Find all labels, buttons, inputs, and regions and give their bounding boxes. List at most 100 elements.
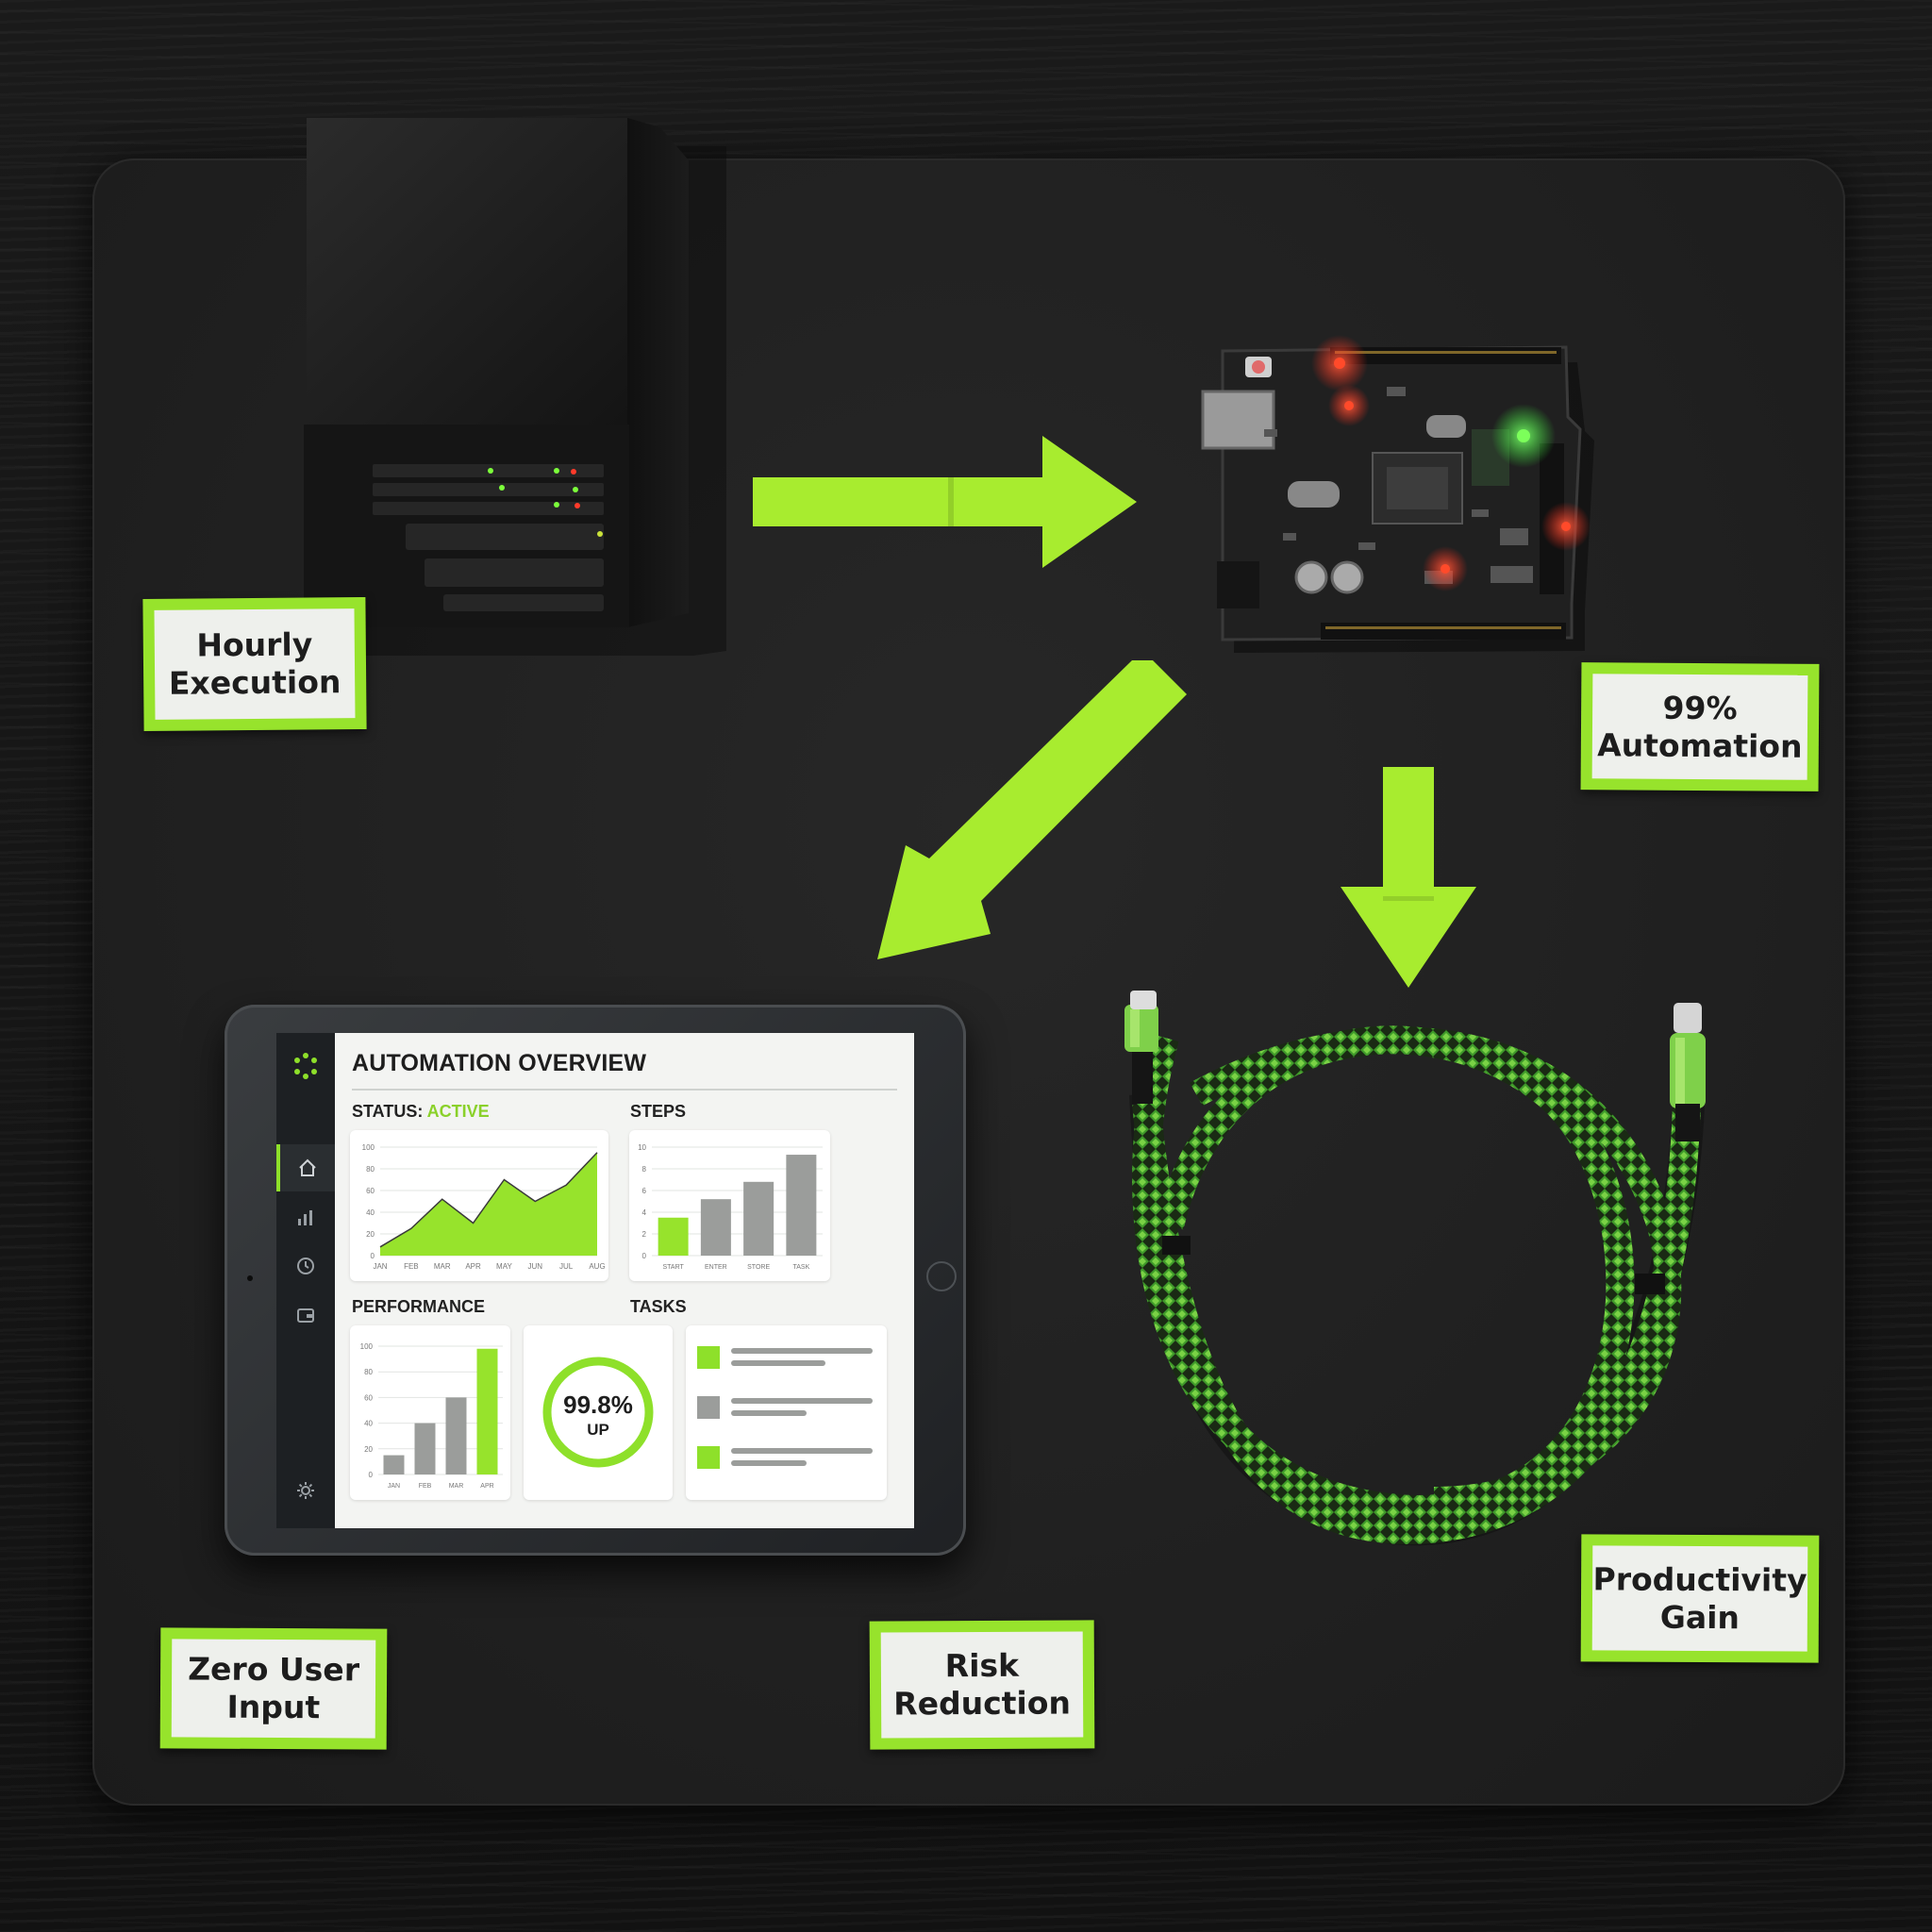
label-automation-line-2: Automation — [1597, 725, 1803, 765]
steps-chart-ytick: 4 — [642, 1208, 647, 1217]
performance-chart-ytick: 80 — [364, 1368, 373, 1376]
performance-chart-xtick: APR — [480, 1483, 493, 1490]
status-chart-ytick: 20 — [366, 1230, 375, 1239]
steps-chart-bar — [658, 1217, 689, 1256]
status-chart-xtick: AUG — [589, 1262, 605, 1271]
status-chart-ytick: 60 — [366, 1187, 375, 1195]
performance-chart-bar — [414, 1423, 436, 1474]
status-area-line — [379, 1152, 598, 1248]
performance-chart-ytick: 60 — [364, 1393, 373, 1402]
label-zero-line-1: Zero User — [188, 1650, 360, 1689]
label-hourly-line-1: Hourly — [196, 625, 313, 664]
performance-heading: PERFORMANCE — [352, 1297, 486, 1316]
tasks-list — [697, 1346, 873, 1469]
status-label: STATUS: — [352, 1102, 424, 1121]
label-automation-line-1: 99% — [1662, 689, 1738, 726]
performance-chart-ytick: 100 — [360, 1342, 374, 1351]
dashboard-title: AUTOMATION OVERVIEW — [352, 1050, 647, 1076]
gear-icon[interactable] — [276, 1467, 335, 1514]
status-chart-ytick: 40 — [366, 1208, 375, 1217]
label-zero-line-2: Input — [226, 1688, 321, 1726]
microcontroller-board — [1201, 335, 1594, 653]
label-productivity-line-2: Gain — [1659, 1598, 1740, 1636]
title-divider — [352, 1089, 897, 1091]
label-zero-user-input: Zero User Input — [159, 1627, 388, 1750]
wallet-icon[interactable] — [276, 1291, 335, 1339]
performance-chart-ytick: 20 — [364, 1445, 373, 1454]
performance-chart-xtick: MAR — [449, 1483, 464, 1490]
performance-chart-ytick: 40 — [364, 1420, 373, 1428]
arrow-down-left — [877, 660, 1187, 959]
dashboard-screen: AUTOMATION OVERVIEW STATUS: ACTIVE STEPS… — [276, 1033, 914, 1528]
steps-chart-xtick: STORE — [747, 1264, 770, 1271]
dashboard-main: AUTOMATION OVERVIEW STATUS: ACTIVE STEPS… — [335, 1033, 914, 1528]
status-chart-ytick: 80 — [366, 1165, 375, 1174]
flow-arrows — [753, 436, 1476, 988]
status-chart-xtick: JUL — [559, 1262, 574, 1271]
performance-chart-bar — [383, 1455, 405, 1474]
steps-heading: STEPS — [630, 1102, 687, 1121]
tablet-device: AUTOMATION OVERVIEW STATUS: ACTIVE STEPS… — [225, 1005, 966, 1556]
dashboard-sidebar — [276, 1033, 335, 1528]
status-chart-ytick: 0 — [371, 1252, 375, 1260]
label-hourly-execution: Hourly Execution — [142, 596, 367, 732]
clock-icon[interactable] — [276, 1242, 335, 1290]
uptime-gauge: 99.8% UP — [542, 1357, 654, 1468]
label-99-automation: 99% Automation — [1580, 662, 1820, 791]
performance-chart-bar — [445, 1397, 467, 1474]
label-risk-line-1: Risk — [944, 1646, 1020, 1685]
arrow-right — [753, 436, 1137, 568]
steps-chart-ytick: 10 — [638, 1143, 646, 1152]
task-item-3 — [697, 1446, 873, 1469]
arrow-down — [1341, 767, 1476, 988]
tablet-camera — [247, 1275, 253, 1281]
status-chart-xtick: MAR — [434, 1262, 451, 1271]
tasks-card — [686, 1325, 887, 1500]
steps-chart-ytick: 2 — [642, 1230, 647, 1239]
label-hourly-line-2: Execution — [168, 663, 341, 702]
server-tower — [304, 118, 726, 656]
uptime-label: UP — [587, 1421, 609, 1439]
tablet-home-button[interactable] — [926, 1261, 957, 1291]
performance-chart-xtick: JAN — [388, 1483, 400, 1490]
performance-chart-bar — [476, 1348, 498, 1474]
steps-chart-bar — [786, 1155, 817, 1256]
label-productivity-gain: Productivity Gain — [1580, 1534, 1820, 1663]
steps-chart-bar — [700, 1199, 731, 1256]
tasks-heading: TASKS — [630, 1297, 687, 1316]
status-chart-xtick: JUN — [528, 1262, 543, 1271]
task-item-1 — [697, 1346, 873, 1369]
label-risk-line-2: Reduction — [893, 1684, 1072, 1723]
status-chart-xtick: MAY — [496, 1262, 512, 1271]
steps-chart-ytick: 8 — [642, 1165, 647, 1174]
status-chart-xtick: JAN — [373, 1262, 387, 1271]
label-productivity-line-1: Productivity — [1592, 1559, 1807, 1599]
performance-chart-xtick: FEB — [419, 1483, 432, 1490]
status-chart-xtick: APR — [465, 1262, 481, 1271]
bar-chart-icon[interactable] — [276, 1193, 335, 1241]
label-risk-reduction: Risk Reduction — [869, 1620, 1095, 1750]
status-heading: STATUS: ACTIVE — [352, 1102, 490, 1122]
steps-chart-ytick: 6 — [642, 1187, 647, 1195]
uptime-value: 99.8% — [563, 1391, 633, 1419]
uptime-card: 99.8% UP — [524, 1325, 673, 1500]
home-icon[interactable] — [276, 1144, 335, 1191]
status-area-fill — [380, 1152, 597, 1256]
logo-icon — [276, 1042, 335, 1090]
steps-chart-xtick: ENTER — [705, 1264, 727, 1271]
performance-chart-ytick: 0 — [369, 1471, 374, 1479]
steps-chart-ytick: 0 — [642, 1252, 647, 1260]
status-chart-xtick: FEB — [404, 1262, 419, 1271]
steps-chart-bar — [743, 1181, 774, 1256]
steps-chart-xtick: START — [662, 1264, 684, 1271]
task-item-2 — [697, 1396, 873, 1419]
status-chart-ytick: 100 — [362, 1143, 375, 1152]
braided-cable — [1124, 991, 1706, 1546]
